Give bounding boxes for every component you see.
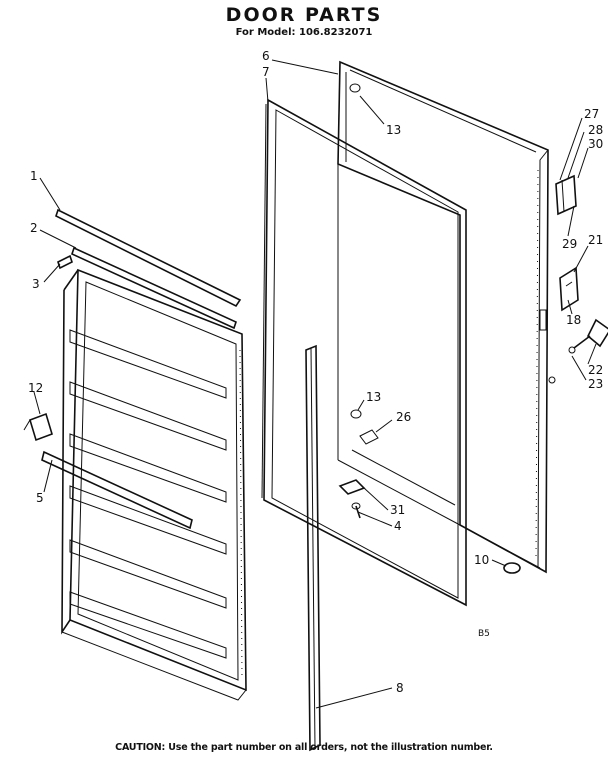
- callout-28: 28: [588, 123, 603, 137]
- callout-3: 3: [32, 277, 40, 291]
- callout-13-top: 13: [386, 123, 401, 137]
- callout-12: 12: [28, 381, 43, 395]
- diagram-title: DOOR PARTS: [225, 4, 383, 26]
- callout-8: 8: [396, 681, 404, 695]
- callout-4: 4: [394, 519, 402, 533]
- callout-27: 27: [584, 107, 599, 121]
- callout-21: 21: [588, 233, 603, 247]
- hinge-hardware: [338, 479, 521, 574]
- end-cap-part-12: [23, 412, 53, 442]
- callout-10: 10: [474, 553, 489, 567]
- callout-26: 26: [396, 410, 411, 424]
- door-cover-strip: [71, 246, 237, 330]
- breaker-strip: [305, 344, 321, 752]
- callout-18: 18: [566, 313, 581, 327]
- callout-labels: 1 2 3 4 5 6 7 8 10 12 13 13 18 21 22 23: [28, 49, 603, 709]
- shelf-retainer-bar: [41, 450, 193, 530]
- callout-29: 29: [562, 237, 577, 251]
- callout-22: 22: [588, 363, 603, 377]
- outer-door-panel: [337, 60, 556, 574]
- model-subtitle: For Model: 106.8232071: [235, 27, 373, 38]
- caution-note: CAUTION: Use the part number on all orde…: [115, 742, 493, 753]
- footer-code: B5: [478, 629, 490, 639]
- callout-2: 2: [30, 221, 38, 235]
- callout-6: 6: [262, 49, 270, 63]
- door-trim-strip: [55, 208, 242, 308]
- callout-23: 23: [588, 377, 603, 391]
- callout-5: 5: [36, 491, 44, 505]
- callout-31: 31: [390, 503, 405, 517]
- callout-7: 7: [262, 65, 270, 79]
- screw-part-3: [57, 254, 73, 270]
- callout-1: 1: [30, 169, 38, 183]
- callout-13-bottom: 13: [366, 390, 381, 404]
- handle-assembly: [555, 174, 608, 354]
- inner-door-liner: [61, 268, 247, 701]
- door-gasket: [261, 98, 467, 607]
- callout-30: 30: [588, 137, 603, 151]
